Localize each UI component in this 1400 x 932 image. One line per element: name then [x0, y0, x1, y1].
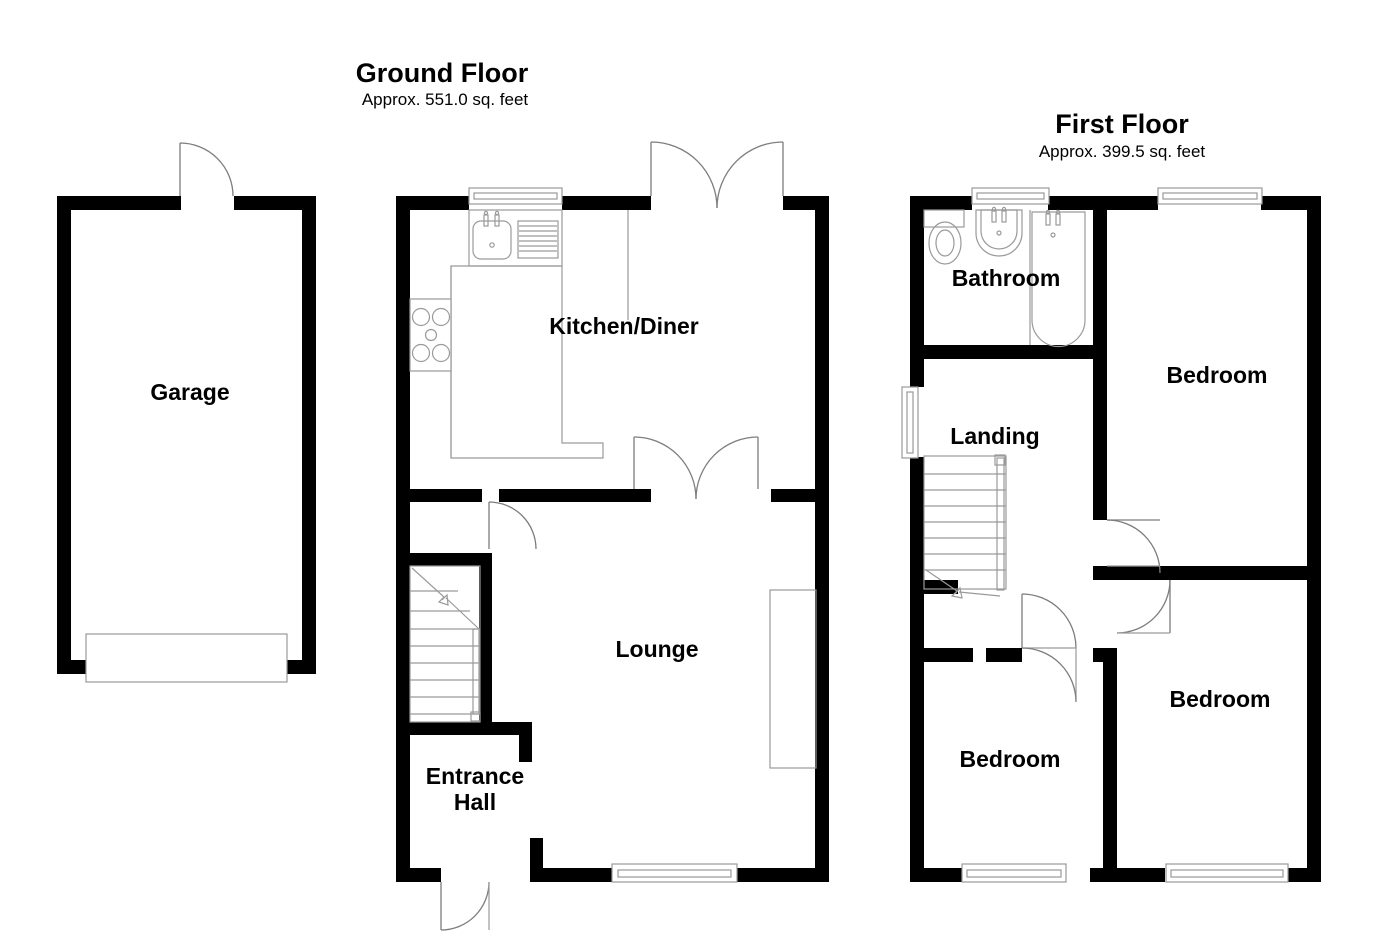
bedroom-door-rear: [1106, 519, 1161, 574]
hob: [409, 298, 452, 372]
toilet: [923, 209, 965, 265]
toilet-cistern: [923, 209, 965, 228]
ff-front-right-bedroom-window: [1165, 863, 1289, 883]
room-label-landing: Landing: [950, 423, 1039, 449]
ff-wall-left-lower: [910, 457, 924, 882]
garage-plan: Garage: [57, 142, 316, 683]
entrance-door: [440, 881, 490, 931]
ff-front-bedrooms-divider-head: [1093, 648, 1117, 662]
gf-rear-window: [468, 187, 563, 205]
ff-landing-wall-bottom-b: [986, 648, 1022, 662]
ff-front-left-bedroom-window: [961, 863, 1067, 883]
ff-bedroom-divider-corner: [1093, 566, 1107, 580]
gf-wall-right: [815, 196, 829, 882]
first-floor-plan: Bathroom Bedroom Landing Bedroom Bedroom: [901, 187, 1321, 883]
gf-front-window: [611, 863, 738, 883]
ff-rear-bedroom-window: [1157, 187, 1263, 205]
french-doors-internal: [633, 436, 759, 500]
kitchen-sink-unit: [468, 209, 563, 267]
room-label-entrance-hall-line1: Entrance: [426, 763, 524, 789]
ground-floor-subtitle: Approx. 551.0 sq. feet: [362, 90, 529, 109]
ground-floor-title-group: Ground Floor Approx. 551.0 sq. feet: [356, 58, 529, 109]
stairs-down: [923, 454, 1007, 599]
french-doors-rear: [650, 141, 784, 209]
wash-basin: [975, 206, 1023, 257]
gf-internal-wall-a: [396, 489, 482, 502]
first-floor-title: First Floor: [1055, 109, 1189, 139]
ff-landing-wall-bottom-a: [910, 648, 973, 662]
room-label-garage: Garage: [150, 379, 229, 405]
hall-to-kitchen-door: [488, 501, 537, 550]
garage-main-door: [85, 633, 288, 683]
ground-floor-plan: Kitchen/Diner Lounge Entrance Hall: [396, 141, 829, 931]
garage-wall-bottom-left: [57, 660, 86, 674]
room-label-bedroom-front-right: Bedroom: [1170, 686, 1271, 712]
ff-bathroom-wall-right: [1093, 196, 1107, 382]
ff-wall-top-c: [1261, 196, 1321, 210]
ff-wall-left-upper: [910, 196, 924, 387]
ff-wall-top-a: [910, 196, 972, 210]
toilet-bowl: [928, 221, 962, 265]
bedroom-door-front-left: [1021, 593, 1077, 703]
ff-bedroom-divider-horiz: [1107, 566, 1307, 580]
ff-wall-bottom-b: [1090, 868, 1165, 882]
ground-floor-title: Ground Floor: [356, 58, 529, 88]
gf-hall-wall-bot2: [492, 722, 532, 735]
gf-internal-wall-b: [499, 489, 651, 502]
ff-wall-right: [1307, 196, 1321, 882]
room-label-lounge: Lounge: [615, 636, 698, 662]
gf-internal-wall-c: [771, 489, 815, 502]
gf-wall-left: [396, 196, 410, 882]
gf-hall-wall-vert: [479, 553, 492, 723]
room-label-bedroom-front-left: Bedroom: [960, 746, 1061, 772]
room-label-kitchen-diner: Kitchen/Diner: [549, 313, 699, 339]
gf-wall-top-b: [562, 196, 651, 210]
gf-hall-wall-top: [396, 553, 492, 566]
kitchen-drainer: [517, 220, 559, 259]
stairs-up: [409, 565, 481, 723]
gf-hall-wall-bot: [396, 722, 492, 735]
ff-bathroom-window: [971, 187, 1050, 205]
garage-wall-right: [302, 196, 316, 674]
room-label-bedroom-rear: Bedroom: [1167, 362, 1268, 388]
ff-wall-bottom-a: [910, 868, 962, 882]
garage-wall-top-right: [234, 196, 316, 210]
ff-landing-wall-right: [1093, 359, 1107, 520]
garage-wall-top-left: [57, 196, 181, 210]
ff-landing-window: [901, 386, 919, 459]
gf-wall-bottom-c: [737, 868, 829, 882]
first-floor-subtitle: Approx. 399.5 sq. feet: [1039, 142, 1206, 161]
room-label-bathroom: Bathroom: [952, 265, 1061, 291]
ff-front-bedrooms-divider: [1103, 655, 1117, 882]
under-stairs-unit: [769, 589, 817, 769]
garage-side-door: [179, 142, 234, 197]
bedroom-door-front-right: [1116, 579, 1171, 634]
bath: [1031, 209, 1086, 348]
ff-wall-bottom-c: [1287, 868, 1321, 882]
ff-bathroom-wall-bottom: [910, 345, 1093, 359]
gf-wall-top-a: [396, 196, 469, 210]
first-floor-title-group: First Floor Approx. 399.5 sq. feet: [1039, 109, 1206, 161]
gf-wall-bottom-a: [396, 868, 441, 882]
garage-wall-bottom-right: [287, 660, 316, 674]
garage-wall-left: [57, 196, 71, 674]
gf-entrance-stub: [530, 838, 543, 882]
gf-wall-bottom-b: [530, 868, 612, 882]
room-label-entrance-hall-line2: Hall: [454, 789, 496, 815]
